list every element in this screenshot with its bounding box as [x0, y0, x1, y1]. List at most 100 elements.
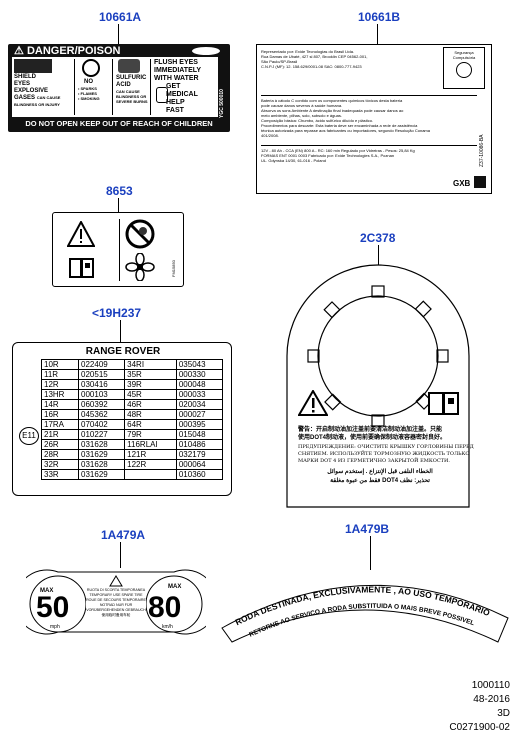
- callout-1a479a[interactable]: 1A479A: [101, 528, 146, 542]
- divider: [261, 95, 477, 96]
- table-cell: 79R: [124, 429, 177, 440]
- importer-block: Representado por: Exide Tecnologias do B…: [261, 49, 368, 69]
- table-cell: 045362: [78, 409, 126, 420]
- eye-wash-icon: [156, 87, 168, 103]
- table-cell: 032179: [175, 449, 224, 460]
- table-cell: 015048: [175, 429, 224, 440]
- table-cell: 030416: [78, 379, 126, 390]
- danger-col-4: FLUSH EYES IMMEDIATELY WITH WATER GET ME…: [154, 59, 202, 114]
- table-cell: 121R: [124, 449, 177, 460]
- range-rover-title: RANGE ROVER: [85, 346, 161, 357]
- divider: [150, 59, 151, 115]
- table-cell: 14R: [40, 399, 80, 410]
- table-cell: 35R: [124, 369, 177, 380]
- table-cell: 16R: [40, 409, 80, 420]
- table-cell: 12R: [40, 379, 80, 390]
- leader-line: [120, 542, 121, 568]
- leader-line: [378, 245, 379, 265]
- label-2c378[interactable]: 警告：开启制动油加注盖前要清洁制动油加注盖。只能 使用DOT4制动液，使用前要确…: [286, 264, 474, 508]
- cooling-fan-icon: [125, 253, 155, 281]
- label-1a479a[interactable]: [26, 568, 206, 636]
- label-1a479b[interactable]: RODA DESTINADA, EXCLUSIVAMENTE , AO USO …: [220, 568, 510, 644]
- table-cell: 45R: [124, 389, 177, 400]
- table-cell: 000027: [175, 409, 224, 420]
- table-cell: 34RI: [124, 359, 177, 370]
- danger-footer: DO NOT OPEN KEEP OUT OF REACH OF CHILDRE…: [25, 119, 213, 128]
- table-cell: 122R: [124, 459, 177, 470]
- inmetro-stamp: Segurança Compulsória: [443, 47, 485, 89]
- table-cell: 020034: [175, 399, 224, 410]
- danger-col-2: NO • SPARKS • FLAMES • SMOKING: [78, 79, 100, 101]
- callout-1a479b[interactable]: 1A479B: [345, 522, 390, 536]
- label-8653[interactable]: FM15850: [52, 212, 184, 287]
- callout-10661a[interactable]: 10661A: [99, 10, 142, 24]
- divider: [112, 59, 113, 115]
- land-rover-logo: [192, 47, 220, 55]
- label-10661a[interactable]: ⚠ DANGER/POISON SHIELD EYES EXPLOSIVE GA…: [8, 44, 230, 132]
- table-cell: 060392: [78, 399, 126, 410]
- table-cell: 022409: [78, 359, 126, 370]
- spare-tire-text: RUOTA DI SCORTA TEMPORANEA TEMPORARY USE…: [86, 588, 146, 617]
- label-10661b[interactable]: Representado por: Exide Tecnologias do B…: [256, 44, 492, 194]
- no-flame-icon: [82, 59, 100, 77]
- divider: [261, 145, 477, 146]
- gxb-mark: GXB: [453, 179, 471, 188]
- table-cell: 116RLAI: [124, 439, 177, 450]
- table-cell: 031628: [78, 439, 126, 450]
- table-cell: 10R: [40, 359, 80, 370]
- right-speed-number: 80: [148, 591, 182, 624]
- russian-warning: ПРЕДУПРЕЖДЕНИЕ: ОЧИСТИТЕ КРЫШКУ ГОРЛОВИН…: [298, 444, 474, 464]
- warning-triangle-icon: [298, 390, 328, 416]
- e-mark: E11: [19, 427, 39, 445]
- callout-2c378[interactable]: 2C378: [360, 231, 396, 245]
- acid-hand-icon: [118, 59, 140, 73]
- table-cell: 010486: [175, 439, 224, 450]
- table-cell: 33R: [40, 469, 80, 480]
- table-cell: 035043: [175, 359, 224, 370]
- table-cell: 010360: [175, 469, 224, 480]
- danger-header: ⚠ DANGER/POISON: [14, 45, 121, 57]
- disposal-text: Bateria à cátodo C contido com os compon…: [261, 98, 430, 138]
- danger-col-1: SHIELD EYES EXPLOSIVE GASES CAN CAUSE BL…: [14, 74, 61, 107]
- danger-col-3: SULFURIC ACID CAN CAUSE BLINDNESS OR SEV…: [116, 75, 148, 104]
- table-cell: 64R: [124, 419, 177, 430]
- manual-book-icon: [428, 392, 459, 415]
- callout-8653[interactable]: 8653: [106, 184, 133, 198]
- leader-line: [118, 198, 119, 212]
- warning-triangle-icon: [109, 575, 123, 587]
- table-cell: 32R: [40, 459, 80, 470]
- table-cell: 031629: [78, 449, 126, 460]
- table-cell: 17RA: [40, 419, 80, 430]
- table-cell: 020515: [78, 369, 126, 380]
- footer-code-2: 48-2016: [473, 694, 510, 705]
- danger-panel: SHIELD EYES EXPLOSIVE GASES CAN CAUSE BL…: [12, 57, 218, 117]
- table-cell: 11R: [40, 369, 80, 380]
- table-cell: 070402: [78, 419, 126, 430]
- table-cell: 000048: [175, 379, 224, 390]
- table-cell: 000064: [175, 459, 224, 470]
- table-cell: 000330: [175, 369, 224, 380]
- footer-code-3: 3D: [497, 708, 510, 719]
- spec-text: 12V - 80 Ah - CCA (EN) 800 A - RC: 160 m…: [261, 148, 415, 163]
- no-wet-hand-icon: [125, 219, 155, 249]
- table-cell: 031629: [78, 469, 126, 480]
- callout-10661b[interactable]: 10661B: [358, 10, 401, 24]
- recycle-bin-icon: [474, 176, 486, 188]
- table-cell: 26R: [40, 439, 80, 450]
- brake-fluid-label-shape: [286, 264, 470, 508]
- divider: [74, 59, 75, 115]
- chinese-warning: 警告：开启制动油加注盖前要清洁制动油加注盖。只能 使用DOT4制动液，使用前要确…: [298, 427, 447, 441]
- leader-line: [118, 24, 119, 44]
- left-max: MAX: [40, 588, 54, 594]
- side-code: Z37-10086-BA: [479, 134, 485, 167]
- table-cell: 28R: [40, 449, 80, 460]
- warning-triangle-icon: ⚠: [14, 45, 24, 57]
- callout-19h237[interactable]: <19H237: [92, 306, 142, 320]
